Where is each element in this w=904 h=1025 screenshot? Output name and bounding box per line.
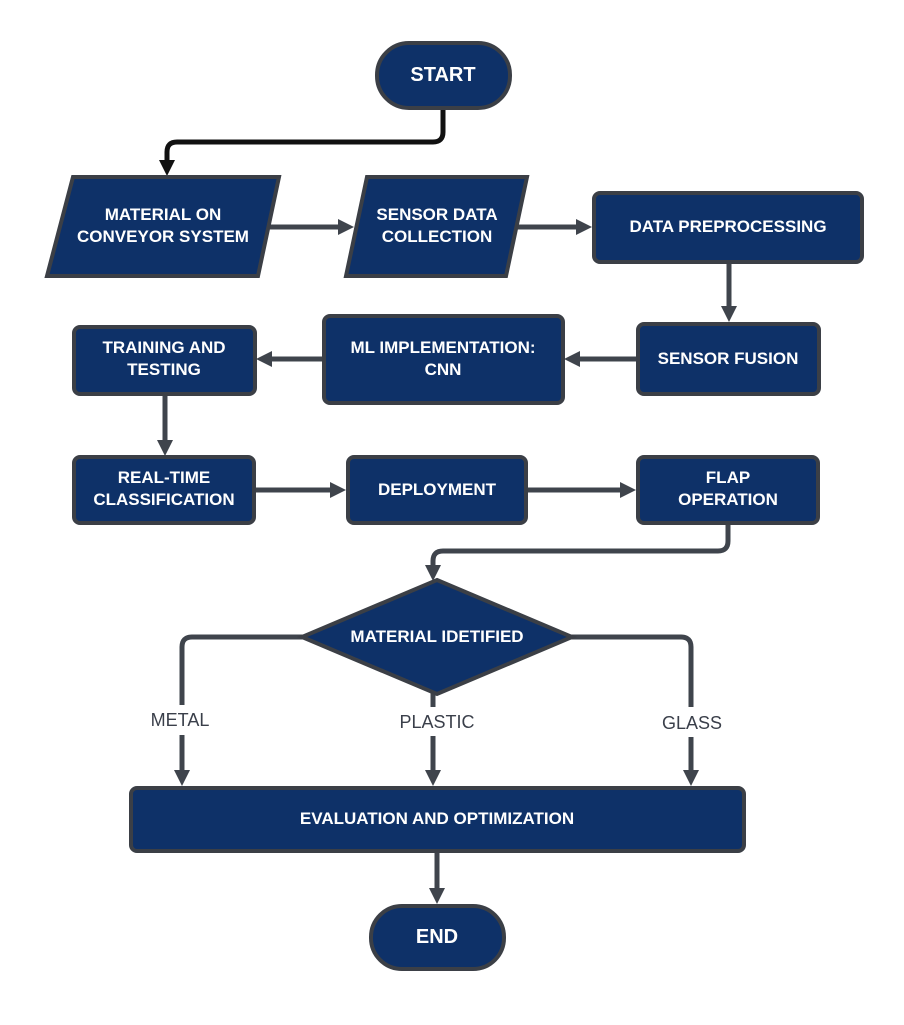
data-preprocessing-node: DATA PREPROCESSING xyxy=(592,191,864,264)
evaluation-label: EVALUATION AND OPTIMIZATION xyxy=(300,809,574,828)
arrowhead-deployment xyxy=(330,482,346,498)
flap-label-line1: FLAP xyxy=(706,468,750,487)
deployment-node: DEPLOYMENT xyxy=(346,455,528,525)
arrowhead-metal xyxy=(174,770,190,786)
realtime-label-line2: CLASSIFICATION xyxy=(93,490,234,509)
deployment-label: DEPLOYMENT xyxy=(378,480,497,499)
arrowhead-sensor xyxy=(338,219,354,235)
arrowhead-flap xyxy=(620,482,636,498)
flap-operation-node: FLAP OPERATION xyxy=(636,455,820,525)
decision-label: MATERIAL IDETIFIED xyxy=(350,627,523,646)
connectors xyxy=(157,108,737,904)
material-on-conveyor-label-line2: CONVEYOR SYSTEM xyxy=(77,227,249,246)
evaluation-optimization-node: EVALUATION AND OPTIMIZATION xyxy=(129,786,746,853)
flap-label-line2: OPERATION xyxy=(678,490,778,509)
sensor-data-label-line2: COLLECTION xyxy=(382,227,493,246)
connector-decision-metal xyxy=(179,634,304,705)
arrowhead-plastic xyxy=(425,770,441,786)
edge-label-plastic: PLASTIC xyxy=(399,712,474,732)
material-on-conveyor-node: MATERIAL ON CONVEYOR SYSTEM xyxy=(44,175,282,278)
arrowhead-decision xyxy=(425,565,441,581)
sensor-fusion-node: SENSOR FUSION xyxy=(636,322,821,396)
ml-implementation-label-line1: ML IMPLEMENTATION: xyxy=(350,338,535,357)
arrowhead-fusion xyxy=(721,306,737,322)
start-terminal: START xyxy=(375,41,512,110)
end-terminal: END xyxy=(369,904,506,971)
start-label: START xyxy=(410,64,475,86)
connector-decision-glass xyxy=(570,634,694,707)
arrowhead-realtime xyxy=(157,440,173,456)
material-identified-decision: MATERIAL IDETIFIED xyxy=(296,577,578,697)
end-label: END xyxy=(416,926,458,948)
arrowhead-material xyxy=(159,160,175,176)
training-label-line2: TESTING xyxy=(127,360,201,379)
arrowhead-ml xyxy=(564,351,580,367)
sensor-data-collection-node: SENSOR DATA COLLECTION xyxy=(343,175,530,278)
arrowhead-preprocessing xyxy=(576,219,592,235)
arrowhead-end xyxy=(429,888,445,904)
edge-labels: METAL PLASTIC GLASS xyxy=(151,710,722,733)
connector-flap-to-decision xyxy=(430,524,731,566)
realtime-label-line1: REAL-TIME xyxy=(118,468,211,487)
edge-label-metal: METAL xyxy=(151,710,210,730)
edge-label-glass: GLASS xyxy=(662,713,722,733)
realtime-classification-node: REAL-TIME CLASSIFICATION xyxy=(72,455,256,525)
sensor-data-label-line1: SENSOR DATA xyxy=(376,205,497,224)
sensor-fusion-label: SENSOR FUSION xyxy=(658,349,799,368)
training-label-line1: TRAINING AND xyxy=(102,338,225,357)
arrowhead-glass xyxy=(683,770,699,786)
ml-implementation-label-line2: CNN xyxy=(425,360,462,379)
training-testing-node: TRAINING AND TESTING xyxy=(72,325,257,396)
arrowhead-training xyxy=(256,351,272,367)
data-preprocessing-label: DATA PREPROCESSING xyxy=(629,217,826,236)
ml-implementation-node: ML IMPLEMENTATION: CNN xyxy=(322,314,565,405)
material-on-conveyor-label-line1: MATERIAL ON xyxy=(105,205,221,224)
connector-start-to-material xyxy=(164,108,446,160)
